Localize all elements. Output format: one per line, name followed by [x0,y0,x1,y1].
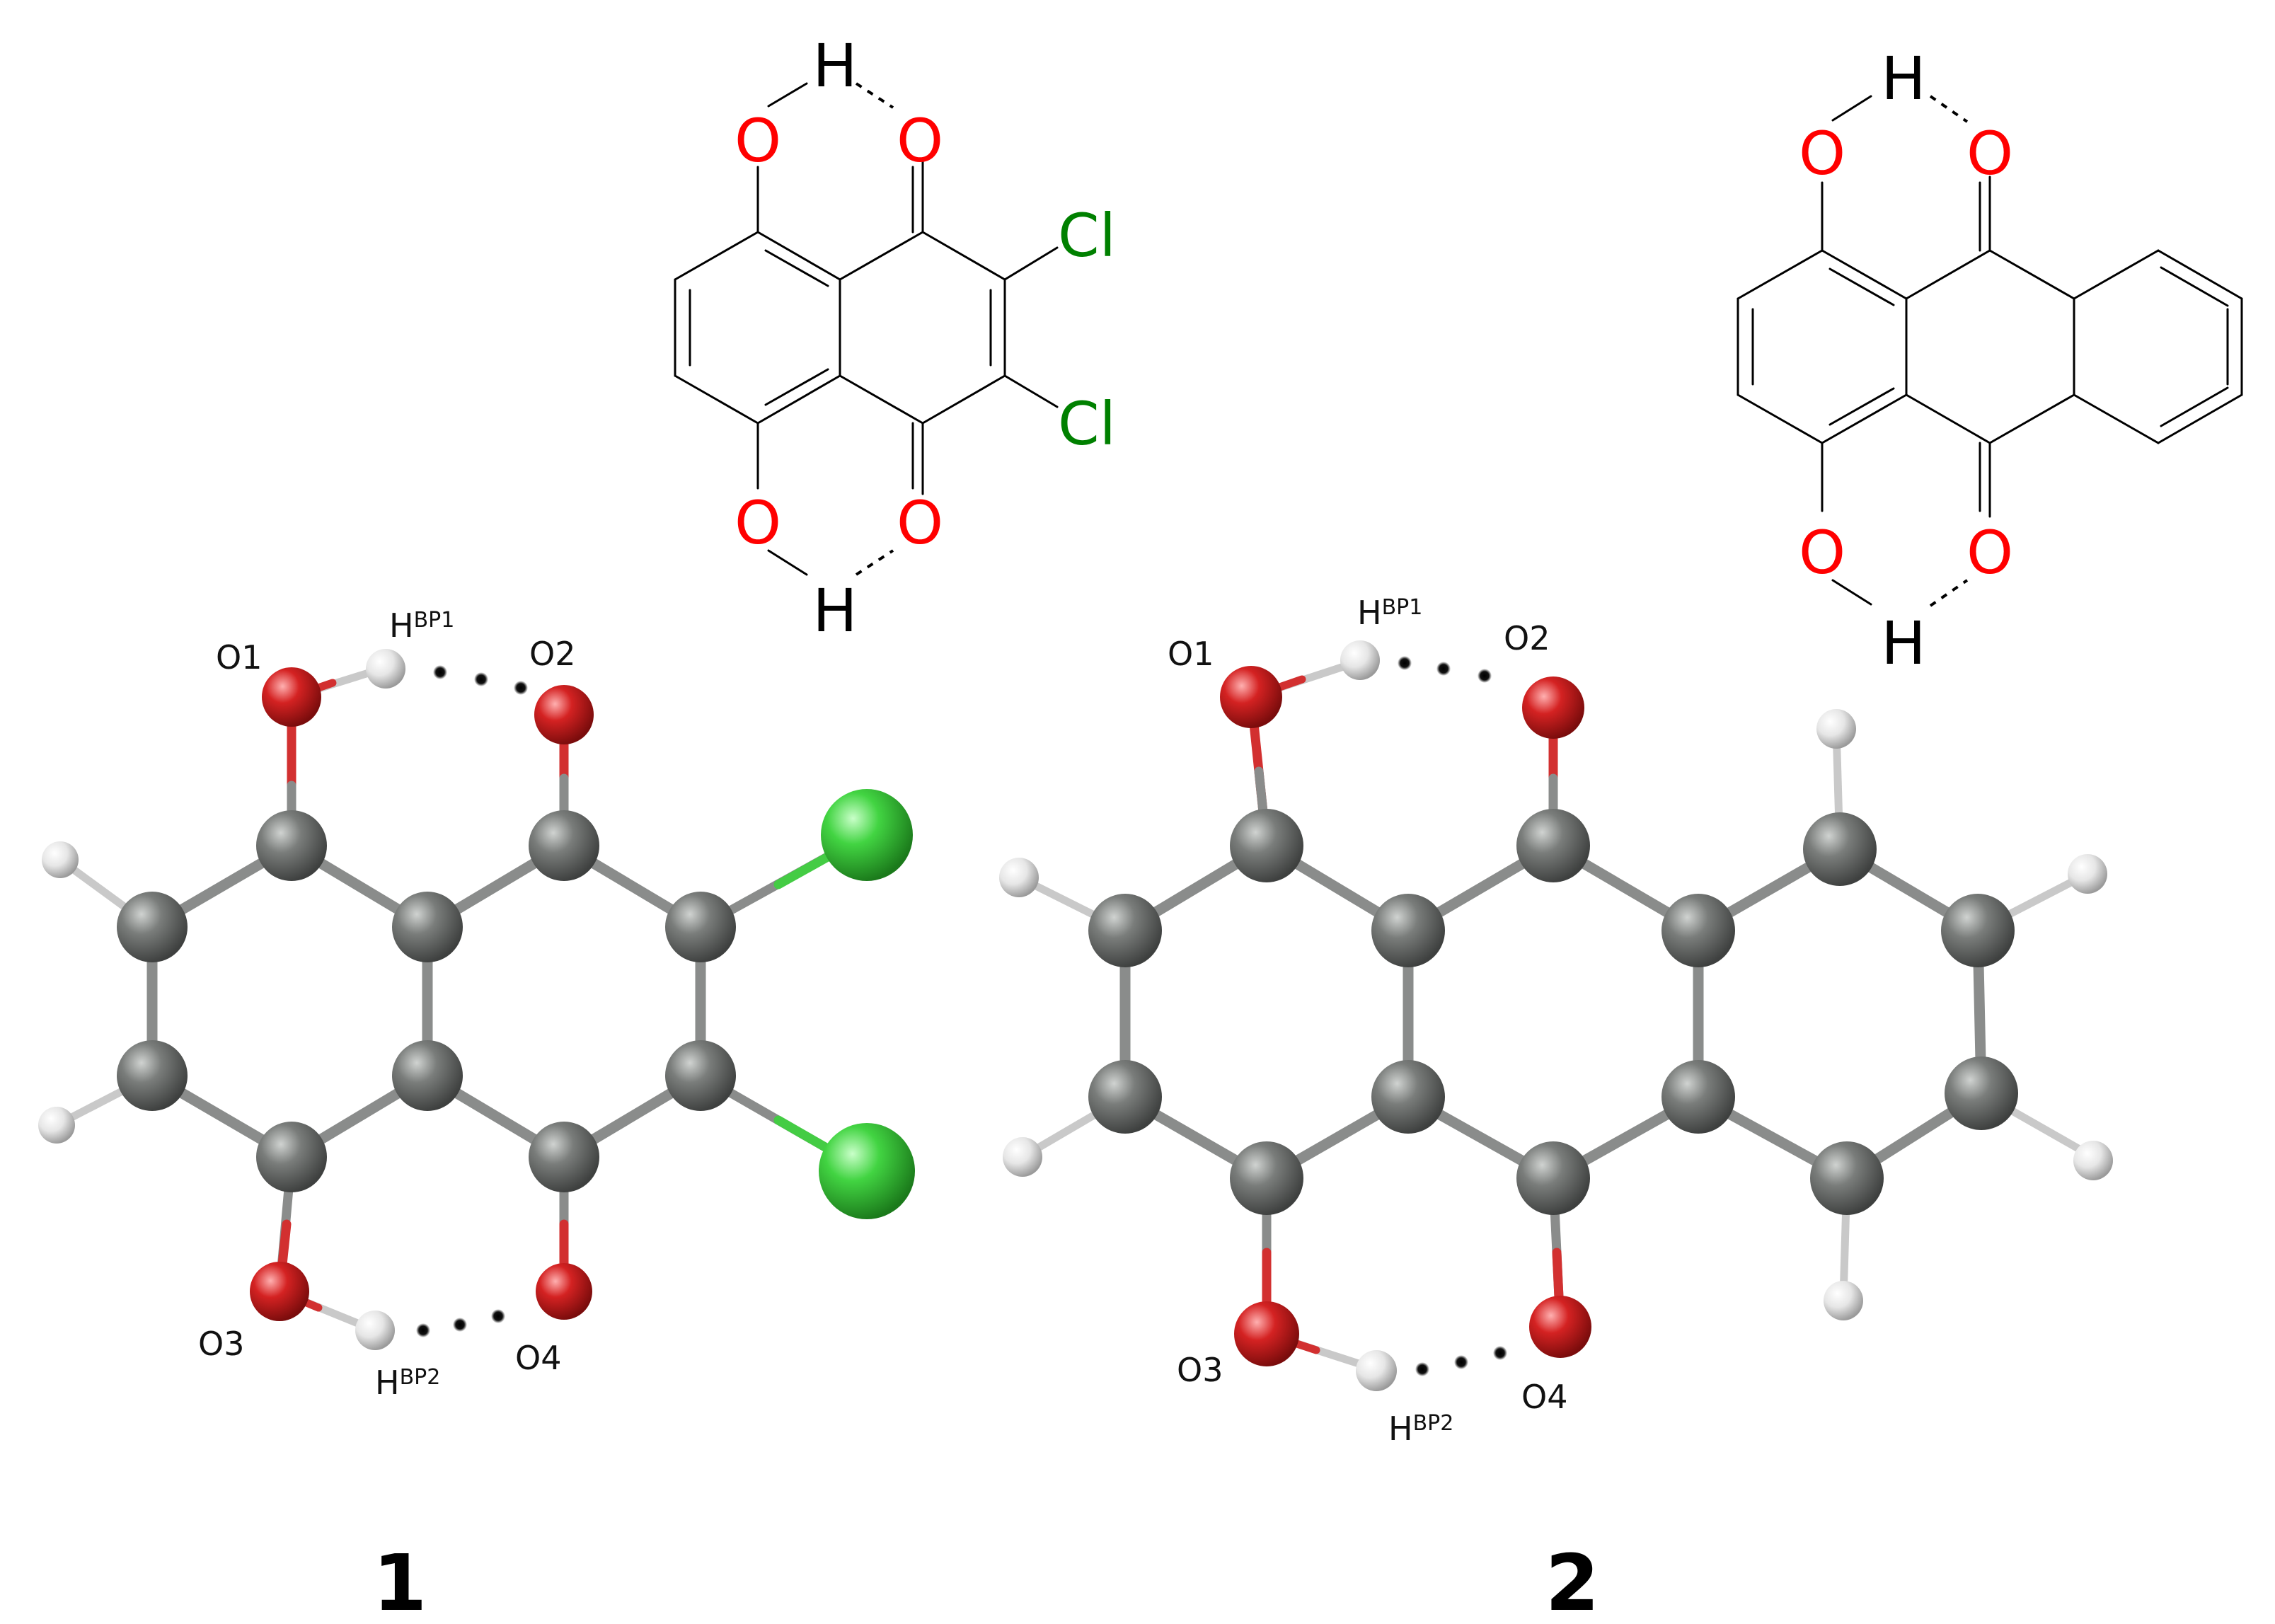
m1-label-hbp1: HBP1 [389,606,454,645]
model-2-ball-and-stick: O1 O2 O3 O4 HBP1 HBP2 [999,594,2113,1448]
s1-atom-o2: O [897,106,943,175]
s2-atom-o2: O [1966,119,2013,188]
s1-atom-o1: O [735,106,781,175]
structure-1-skeletal [674,82,1059,576]
s2-atom-h2: H [1881,609,1925,678]
structure-1-atom-labels: O O O O H H Cl Cl [735,31,1116,645]
m1-label-o4: O4 [515,1339,561,1377]
m2-label-o3: O3 [1177,1351,1223,1389]
structure-2-hbond-dashes [1929,95,1969,607]
model-1-atoms [38,649,915,1350]
s1-atom-cl2: Cl [1058,389,1116,459]
model-1-ball-and-stick: O1 O2 O3 O4 HBP1 HBP2 [38,606,915,1402]
model-1-hbond-dots [416,665,528,1337]
m2-label-hbp2: HBP2 [1388,1410,1453,1448]
s2-atom-o1: O [1799,119,1845,188]
model-2-labels: O1 O2 O3 O4 HBP1 HBP2 [1168,594,1567,1448]
m2-label-hbp1: HBP1 [1357,594,1422,632]
structure-2-atom-labels: O O O O H H [1799,44,2013,678]
m1-label-o3: O3 [198,1325,244,1363]
compound-number-1: 1 [373,1538,427,1624]
compound-number-2: 2 [1545,1538,1600,1624]
m2-label-o2: O2 [1504,619,1550,657]
s2-atom-o3: O [1799,518,1845,587]
s2-atom-o4: O [1966,518,2013,587]
model-1-labels: O1 O2 O3 O4 HBP1 HBP2 [198,606,575,1402]
m1-label-o2: O2 [529,635,575,673]
model-2-atoms [999,640,2113,1391]
model-1-bonds [52,664,872,1335]
structure-1-hbond-dashes [855,82,894,576]
m1-label-o1: O1 [216,638,262,676]
model-2-bonds [1015,657,2097,1374]
s1-atom-h2: H [812,576,857,645]
s1-atom-cl1: Cl [1058,201,1116,270]
s1-atom-o3: O [735,488,781,558]
s1-atom-o4: O [897,488,943,558]
s2-atom-h1: H [1881,44,1925,113]
structure-2-skeletal [1737,95,2243,606]
model-2-hbond-dots [1398,656,1507,1376]
m2-label-o4: O4 [1521,1378,1567,1416]
m1-label-hbp2: HBP2 [375,1364,440,1402]
s1-atom-h1: H [812,31,857,100]
m2-label-o1: O1 [1168,635,1214,673]
